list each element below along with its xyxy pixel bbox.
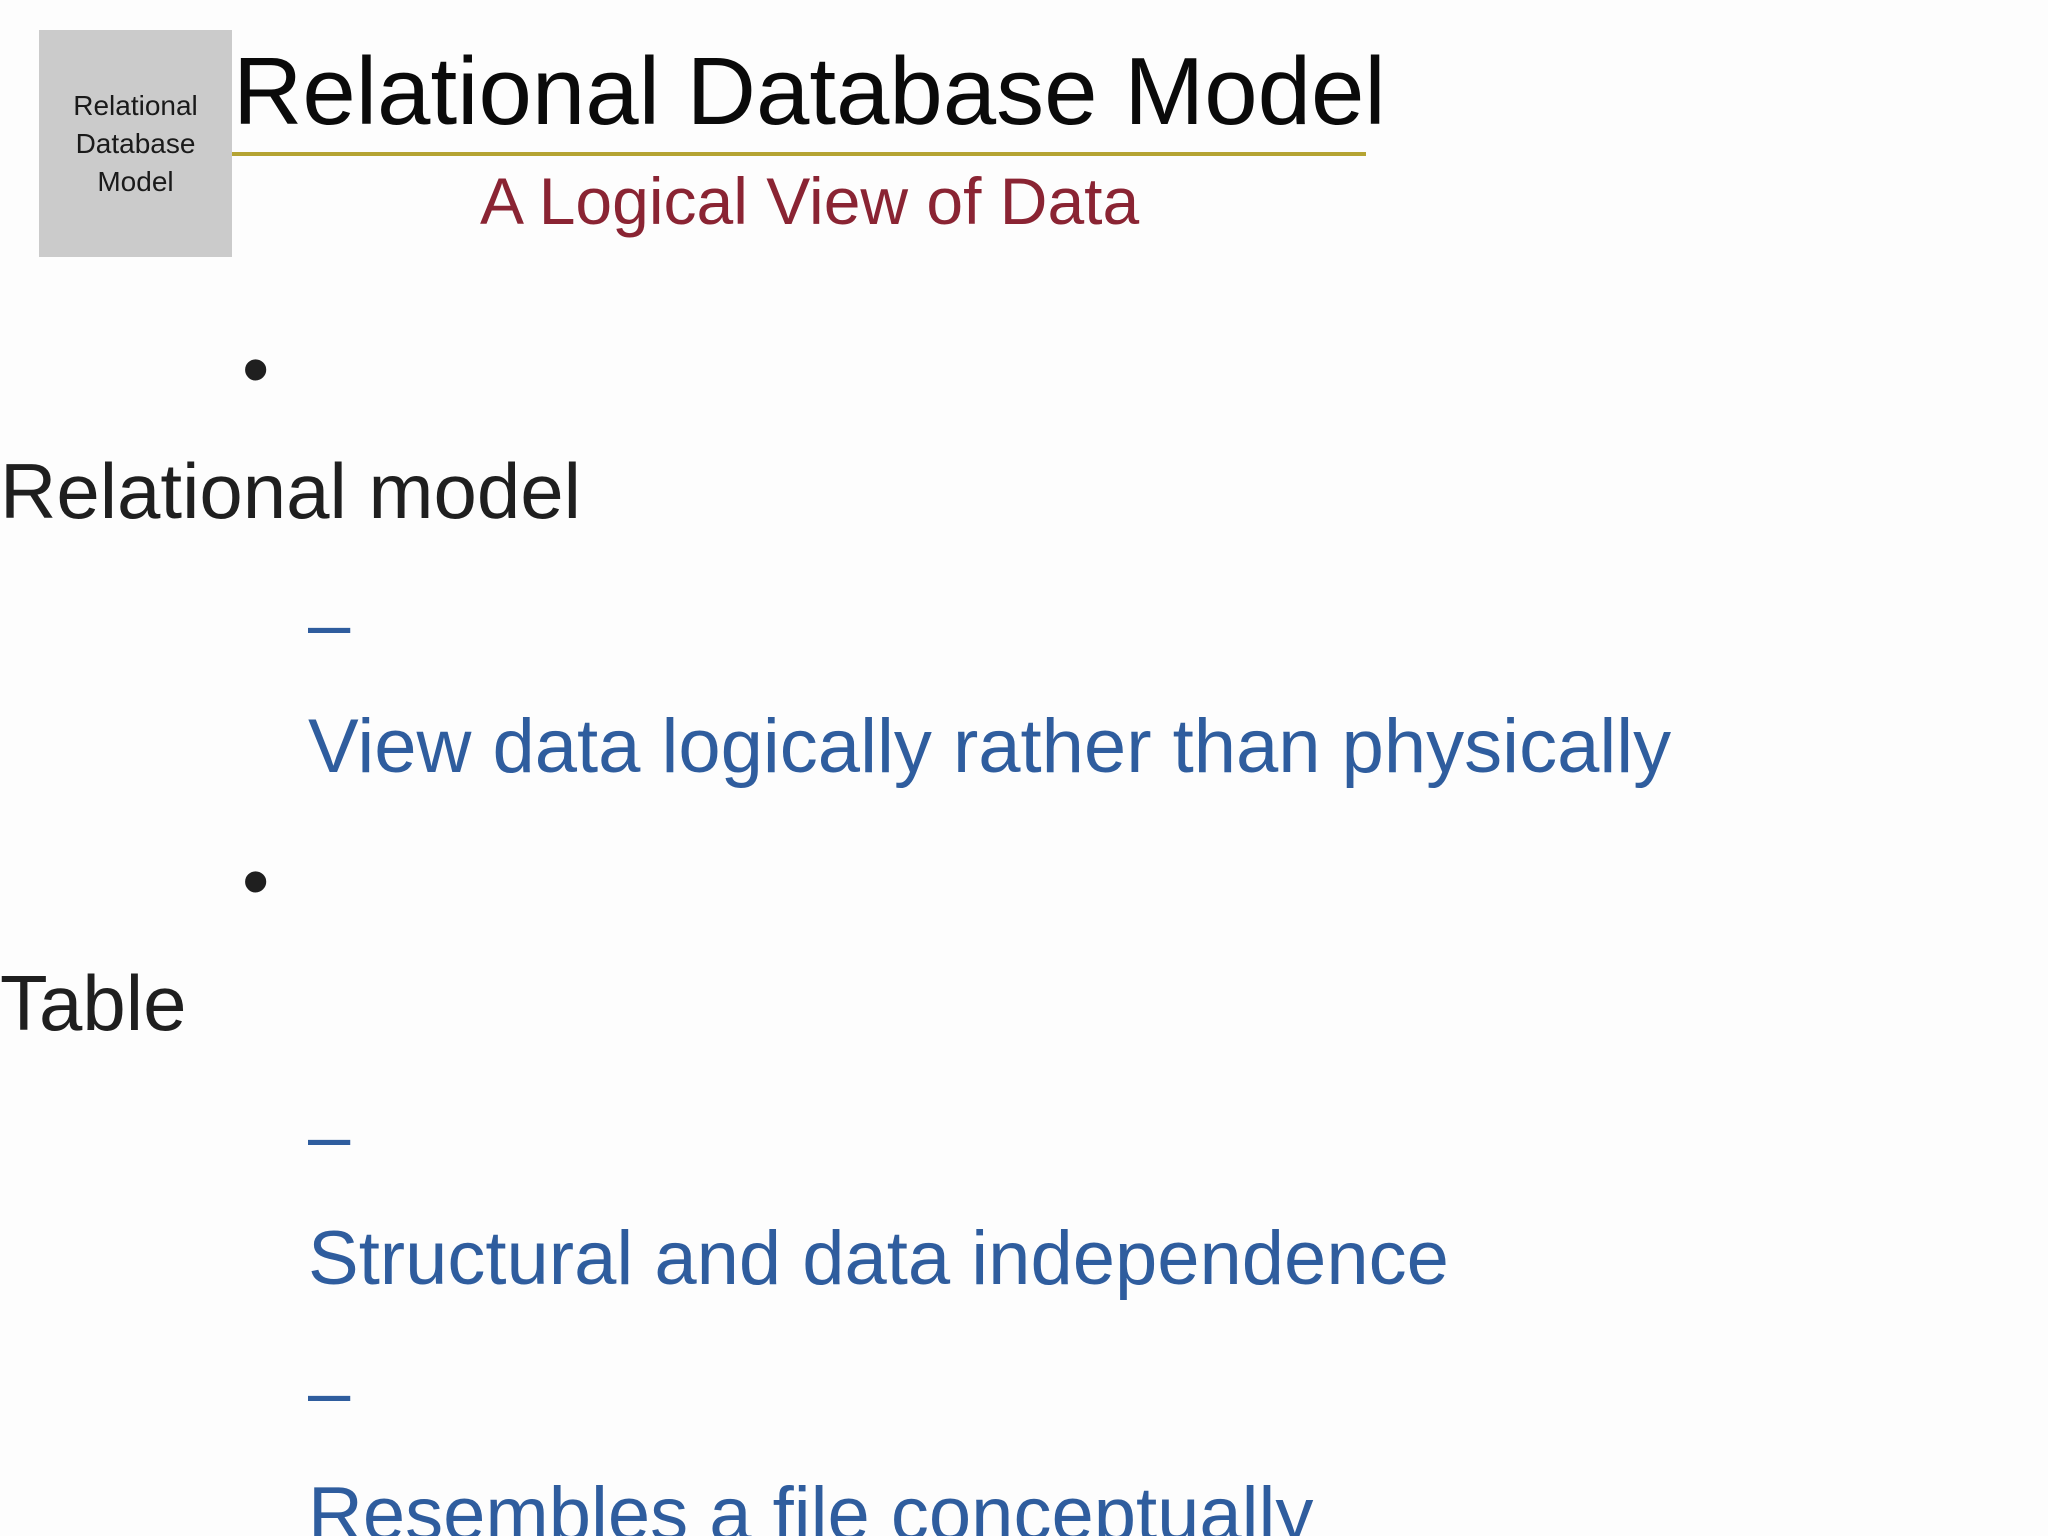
bullet-text: Resembles a file conceptually xyxy=(308,1454,2048,1536)
bullet-item: – Structural and data independence xyxy=(0,1076,2048,1320)
bullet-item: • Table xyxy=(0,820,2048,1064)
bullet-text: Table xyxy=(0,942,2048,1064)
bullet-text-line: Resembles a file conceptually xyxy=(308,1472,1314,1536)
title-underline-rule xyxy=(232,152,1366,156)
bullet-item: – View data logically rather than physica… xyxy=(0,564,2048,808)
bullet-text-line: Structural and data independence xyxy=(308,1216,1449,1301)
dash-marker: – xyxy=(308,1094,351,1179)
bullet-text: View data logically rather than physical… xyxy=(308,686,2048,808)
bullet-text: Relational model xyxy=(0,430,2048,552)
bullet-text-line: Table xyxy=(0,959,187,1047)
slide-subtitle: A Logical View of Data xyxy=(480,164,1140,238)
tag-box-line: Model xyxy=(97,165,174,197)
bullet-text: Structural and data independence xyxy=(308,1198,2048,1320)
dash-marker: – xyxy=(308,582,351,667)
bullet-item: • Relational model xyxy=(0,308,2048,552)
bullet-dot-marker: • xyxy=(242,837,270,925)
bullet-text-line: View data logically rather than physical… xyxy=(308,704,1672,789)
dash-marker: – xyxy=(308,1350,351,1435)
bullet-item: – Resembles a file conceptually xyxy=(0,1332,2048,1536)
bullet-text-line: Relational model xyxy=(0,447,582,535)
bullet-list: • Relational model – View data logically ra… xyxy=(0,308,2048,1536)
tag-box-line: Relational xyxy=(73,89,198,121)
bullet-dot-marker: • xyxy=(242,325,270,413)
slide-title: Relational Database Model xyxy=(233,38,1386,145)
tag-box-line: Database xyxy=(75,127,196,159)
